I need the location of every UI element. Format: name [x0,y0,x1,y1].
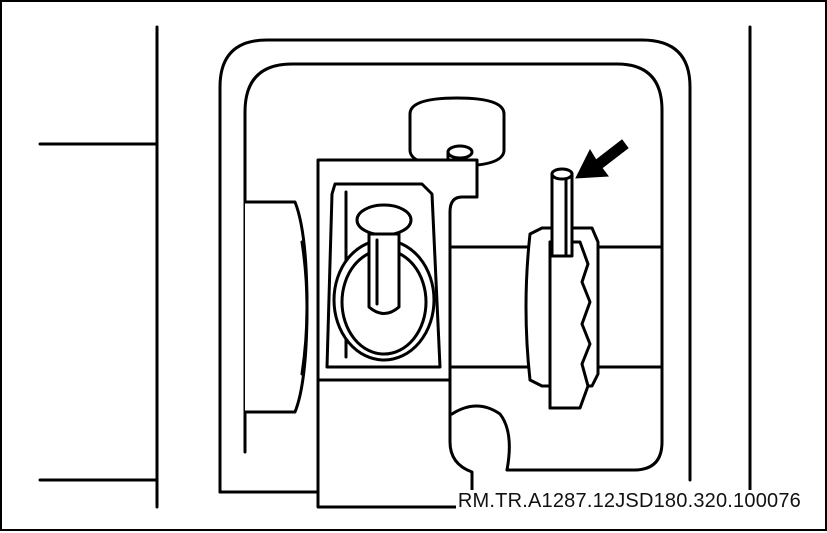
vent-tube [550,172,574,258]
pin-body [367,232,401,315]
housing-outer [218,38,692,494]
figure-caption: RM.TR.A1287.12JSD180.320.100076 [455,490,803,513]
nut-teeth [548,240,592,410]
left-shaft-ring [300,240,309,376]
vent-tube-opening [550,167,574,181]
pin-head [355,203,413,237]
lower-cutout [450,404,511,472]
arrow-icon [575,139,629,179]
left-shaft [243,200,309,414]
housing-inner [243,62,664,472]
knob-pin [446,144,474,160]
